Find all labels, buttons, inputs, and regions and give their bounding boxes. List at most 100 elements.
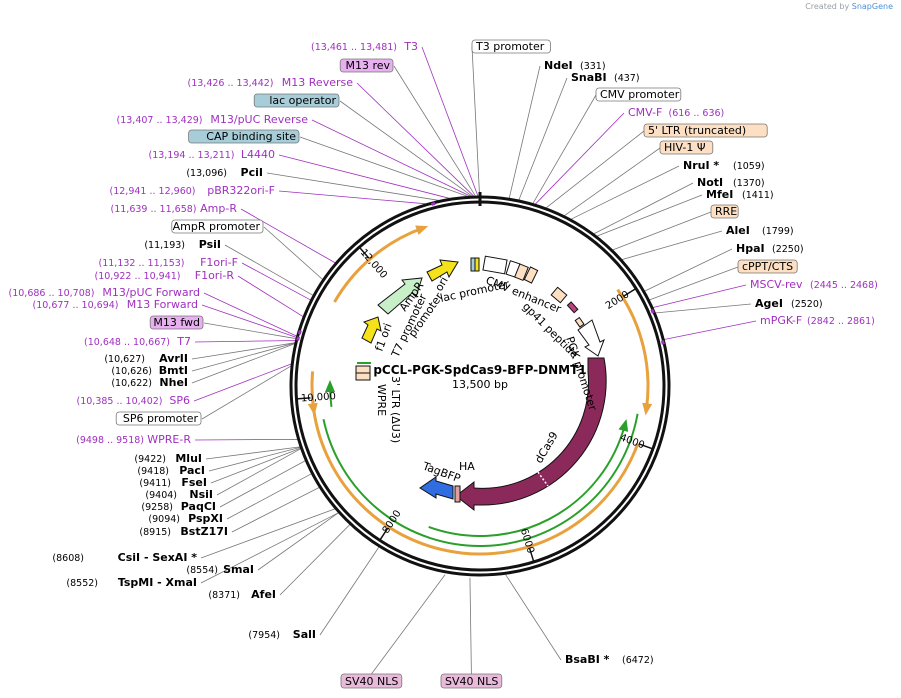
leader-line bbox=[591, 182, 694, 236]
label-left-25: PacI(9418) bbox=[137, 464, 205, 477]
leader-line bbox=[650, 284, 747, 309]
label-left-21: SP6(10,385 .. 10,402) bbox=[77, 394, 190, 407]
feature-box bbox=[115, 411, 202, 426]
leader-line bbox=[531, 94, 597, 206]
label-left-5: CAP binding site bbox=[188, 129, 300, 144]
label-right-1: NdeI(331) bbox=[544, 59, 606, 72]
arc-green-left-head bbox=[325, 380, 335, 392]
feature-coords: (1059) bbox=[733, 161, 765, 172]
label-bottom-0: SV40 NLS bbox=[340, 673, 403, 689]
feature-box bbox=[471, 39, 551, 54]
leader-line bbox=[257, 511, 341, 571]
label-left-3: lac operator bbox=[253, 93, 340, 108]
label-leader-lines bbox=[191, 46, 757, 675]
feature-coords: (2520) bbox=[791, 299, 823, 310]
feature-coords: (12,941 .. 12,960) bbox=[110, 186, 196, 197]
feature-box bbox=[340, 673, 403, 689]
arc-small-green bbox=[357, 362, 371, 364]
feature-coords: (1370) bbox=[733, 178, 765, 189]
feature-coords: (11,193) bbox=[144, 240, 185, 251]
feature-label-text: RRE bbox=[715, 205, 737, 218]
leader-line bbox=[610, 211, 712, 252]
tick-label: 4000 bbox=[618, 432, 646, 451]
label-right-12: HpaI(2250) bbox=[736, 242, 804, 255]
leader-line bbox=[393, 65, 478, 199]
arc-green-inner bbox=[428, 424, 626, 537]
ltr3-label: 3' LTR (ΔU3) bbox=[389, 376, 402, 443]
feature-coords: (8915) bbox=[139, 527, 171, 538]
label-right-6: HIV-1 Ψ bbox=[659, 140, 714, 155]
snapgene-credit: Created by SnapGene bbox=[805, 2, 893, 11]
feature-label-text: NotI bbox=[697, 176, 723, 189]
feature-label-text: SnaBI bbox=[571, 71, 607, 84]
primer-mark bbox=[650, 308, 655, 314]
feature-coords: (1411) bbox=[742, 190, 774, 201]
feature-box bbox=[440, 673, 503, 689]
feature-coords: (10,626) bbox=[111, 366, 152, 377]
leader-line bbox=[278, 154, 455, 201]
label-left-34: AfeI(8371) bbox=[208, 588, 276, 601]
leader-line bbox=[191, 342, 298, 372]
feature-label-text: TspMI - XmaI bbox=[118, 576, 197, 589]
tick-mark bbox=[528, 548, 535, 563]
label-left-7: PciI(13,096) bbox=[186, 166, 263, 179]
feature-coords: (13,407 .. 13,429) bbox=[117, 115, 203, 126]
leader-line bbox=[216, 447, 303, 496]
leader-line bbox=[568, 165, 680, 221]
leader-line bbox=[594, 194, 703, 238]
feature-coords: (8371) bbox=[208, 590, 240, 601]
leader-line bbox=[533, 112, 625, 207]
primer-mark bbox=[297, 329, 302, 335]
leader-line bbox=[299, 136, 473, 199]
leader-line bbox=[653, 303, 752, 314]
feature-label-text: T7 bbox=[176, 335, 191, 348]
feature-coords: (13,426 .. 13,442) bbox=[188, 78, 274, 89]
arc-wpre-region-head bbox=[307, 402, 318, 416]
leader-line bbox=[263, 226, 325, 282]
feature-coords: (10,622) bbox=[111, 378, 152, 389]
label-left-4: M13/pUC Reverse(13,407 .. 13,429) bbox=[117, 113, 309, 126]
arc-green-outer bbox=[322, 413, 639, 547]
label-left-1: M13 rev bbox=[339, 58, 394, 73]
feature-coords: (9411) bbox=[139, 478, 171, 489]
feature-label-text: M13 Reverse bbox=[282, 76, 353, 89]
label-right-4: CMV-F(616 .. 636) bbox=[628, 106, 724, 119]
tick-label: 2000 bbox=[604, 289, 631, 312]
label-left-22: SP6 promoter bbox=[115, 411, 202, 426]
arc-cas9-region bbox=[312, 409, 640, 556]
feature-coords: (11,639 .. 11,658) bbox=[111, 204, 197, 215]
feature-box bbox=[595, 87, 682, 102]
feature-label-text: MluI bbox=[175, 452, 202, 465]
tick-mark bbox=[639, 443, 654, 450]
label-right-0: T3 promoter bbox=[471, 39, 551, 54]
credit-brand: SnapGene bbox=[851, 2, 893, 11]
feature-label-text: F1ori-R bbox=[195, 269, 235, 282]
label-left-2: M13 Reverse (13,426 .. 13,442) bbox=[188, 76, 354, 89]
tick-mark bbox=[358, 246, 370, 259]
leader-line bbox=[191, 342, 298, 384]
leader-line bbox=[200, 507, 338, 559]
feature-label-text: NheI bbox=[159, 376, 188, 389]
leader-line bbox=[266, 172, 445, 202]
f1-ori-arrow bbox=[361, 316, 382, 344]
leader-line bbox=[544, 130, 645, 210]
feature-coords: (10,677 .. 10,694) bbox=[33, 300, 119, 311]
feature-coords: (2445 .. 2468) bbox=[810, 280, 878, 291]
feature-box bbox=[659, 140, 714, 155]
feature-label-text: SV40 NLS bbox=[445, 675, 498, 688]
feature-coords: (7954) bbox=[248, 630, 280, 641]
label-right-17: BsaBI *(6472) bbox=[565, 653, 654, 666]
feature-label-text: SV40 NLS bbox=[345, 675, 398, 688]
leader-line bbox=[200, 511, 341, 584]
lac-operator-box bbox=[470, 257, 476, 272]
label-left-31: CsiI - SexAI *(8608) bbox=[52, 551, 197, 564]
feature-label-text: NdeI bbox=[544, 59, 573, 72]
feature-label-text: CAP binding site bbox=[206, 130, 296, 143]
leader-line bbox=[194, 340, 298, 343]
hiv-psi-box bbox=[523, 266, 539, 284]
label-left-33: TspMI - XmaI(8552) bbox=[66, 576, 197, 589]
feature-label-text: SalI bbox=[293, 628, 316, 641]
leader-line bbox=[278, 190, 432, 205]
feature-coords: (9094) bbox=[148, 514, 180, 525]
feature-coords: (13,096) bbox=[186, 168, 227, 179]
